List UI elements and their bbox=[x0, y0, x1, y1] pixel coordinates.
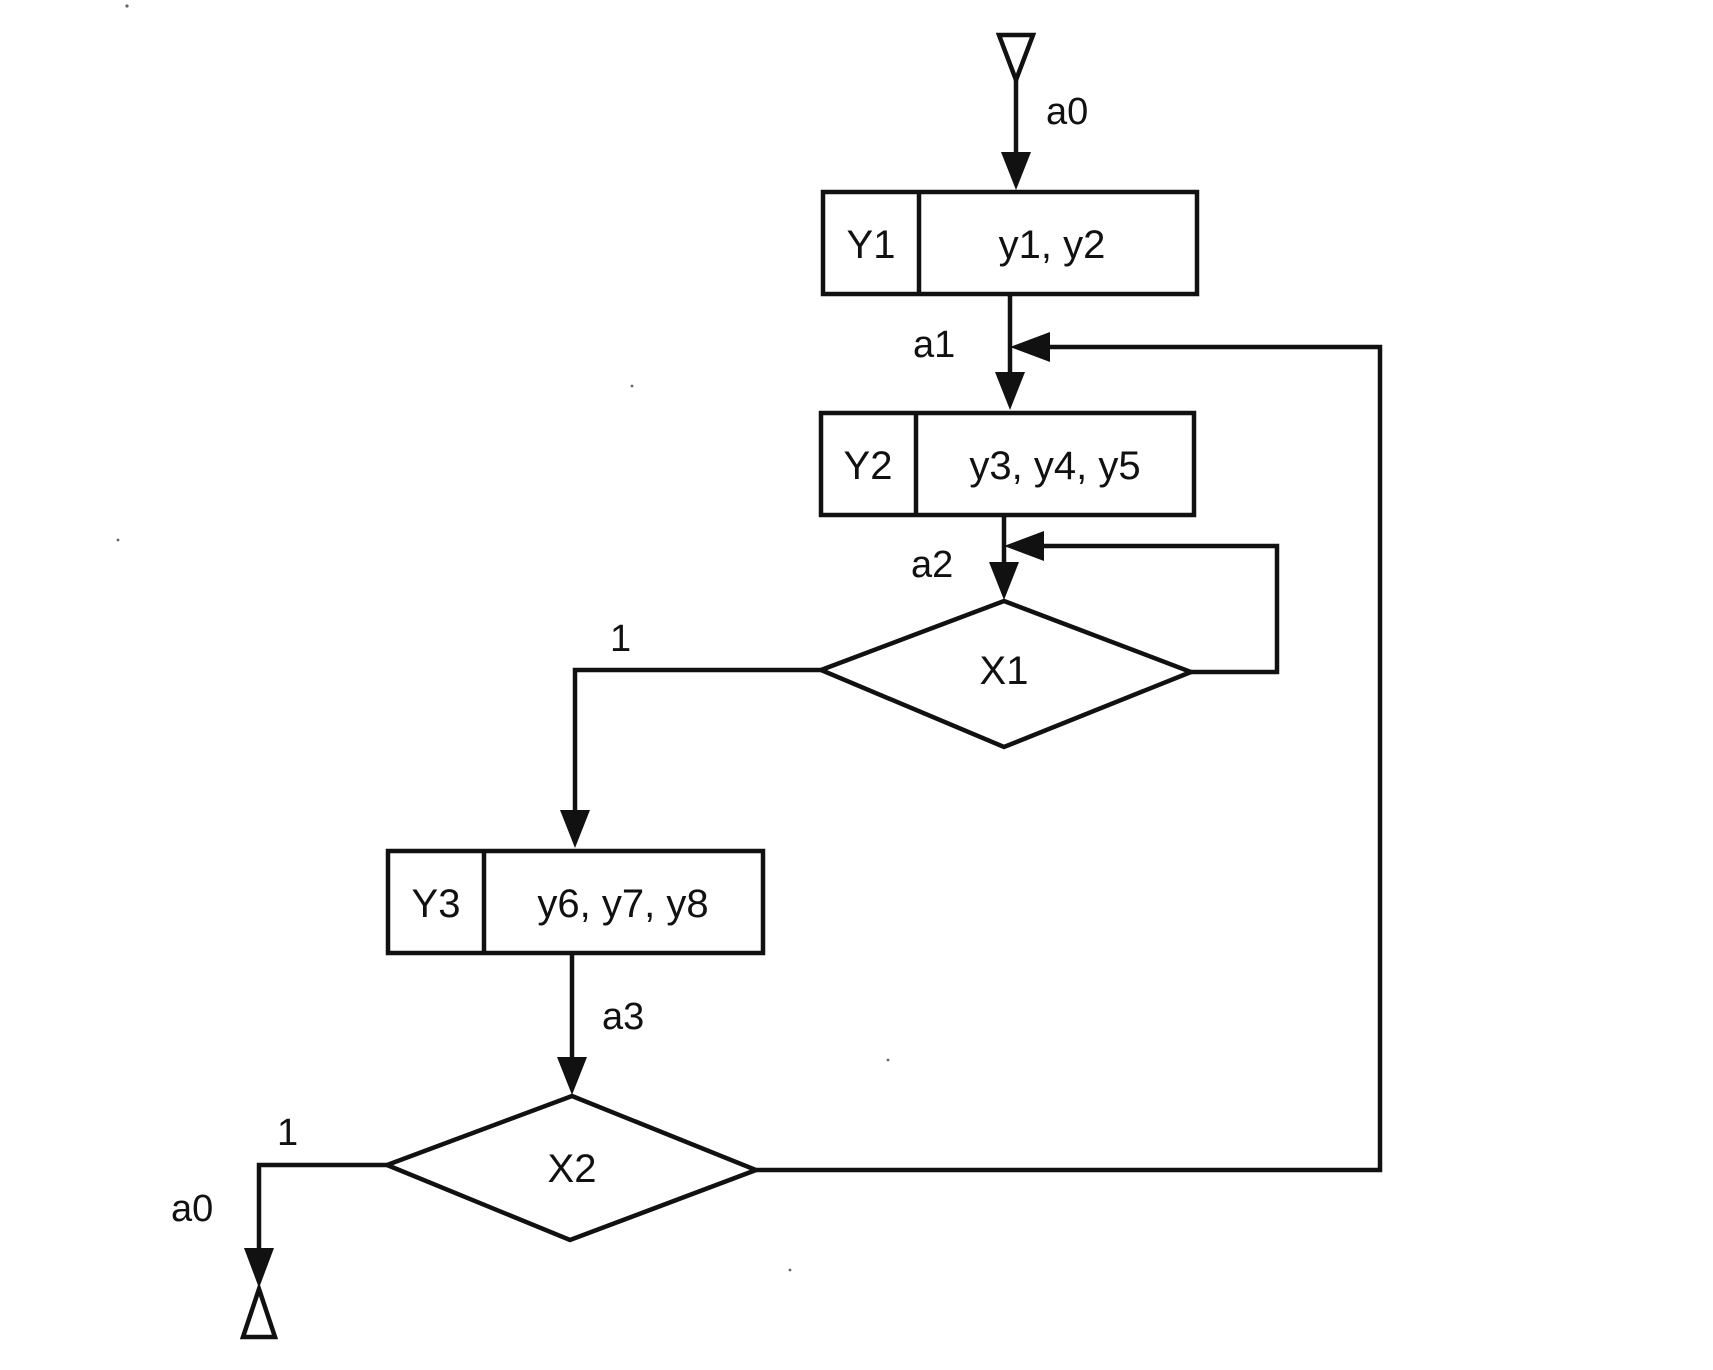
edge-x1-to-y3 bbox=[572, 667, 821, 815]
arrowhead-icon bbox=[995, 372, 1025, 410]
speck bbox=[116, 538, 120, 542]
operator-y3-outputs: y6, y7, y8 bbox=[537, 882, 708, 926]
arrowhead-icon bbox=[557, 1057, 587, 1095]
arrowhead-icon bbox=[1010, 332, 1050, 362]
state-label-start: a0 bbox=[1046, 91, 1088, 133]
operator-y3-id: Y3 bbox=[412, 882, 461, 926]
operator-y3: Y3 y6, y7, y8 bbox=[385, 848, 766, 956]
edge-x1-loop-back bbox=[1040, 543, 1280, 675]
speck bbox=[886, 1058, 890, 1062]
end-terminal-icon bbox=[239, 1281, 279, 1340]
speck bbox=[630, 384, 634, 388]
operator-y2-id: Y2 bbox=[844, 444, 893, 488]
edge-x2-loop-to-a1 bbox=[756, 344, 1383, 1173]
condition-x2: X2 bbox=[380, 1093, 763, 1243]
operator-y1: Y1 y1, y2 bbox=[820, 189, 1200, 297]
condition-x2-true-label: 1 bbox=[277, 1112, 298, 1154]
operator-y1-outputs: y1, y2 bbox=[999, 223, 1106, 267]
speck bbox=[125, 4, 129, 8]
condition-x1-true-label: 1 bbox=[610, 618, 631, 660]
arrowhead-icon bbox=[989, 562, 1019, 600]
condition-x2-id: X2 bbox=[548, 1147, 597, 1191]
arrowhead-icon bbox=[560, 810, 590, 848]
speck bbox=[788, 1268, 792, 1272]
operator-y2: Y2 y3, y4, y5 bbox=[818, 410, 1197, 518]
edge-x2-to-end bbox=[256, 1162, 387, 1250]
condition-x1: X1 bbox=[814, 598, 1198, 750]
operator-y1-id: Y1 bbox=[847, 223, 896, 267]
state-label-a3: a3 bbox=[602, 996, 644, 1038]
arrowhead-icon bbox=[1001, 152, 1031, 190]
arrowhead-icon bbox=[244, 1248, 274, 1288]
state-label-a1: a1 bbox=[913, 324, 955, 366]
arrowhead-icon bbox=[1004, 531, 1044, 561]
state-label-a2: a2 bbox=[911, 544, 953, 586]
condition-x1-id: X1 bbox=[980, 649, 1029, 693]
operator-y2-outputs: y3, y4, y5 bbox=[969, 444, 1140, 488]
state-label-end: a0 bbox=[171, 1188, 213, 1230]
start-terminal-icon bbox=[995, 32, 1037, 87]
